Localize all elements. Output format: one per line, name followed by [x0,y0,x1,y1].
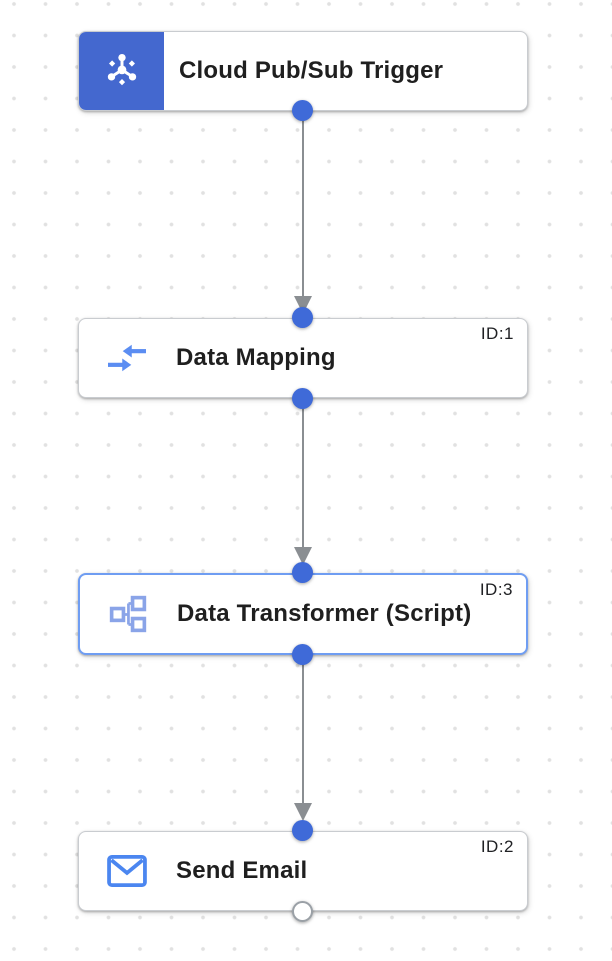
edge-line [302,120,304,298]
port-in-send-email[interactable] [292,820,313,841]
arrowhead-down-icon [294,803,312,821]
node-title: Data Mapping [176,344,336,371]
node-cloud-pubsub-trigger[interactable]: Cloud Pub/Sub Trigger [78,31,528,111]
node-data-mapping[interactable]: Data Mapping ID:1 [78,318,528,398]
edge-line [302,664,304,805]
node-id-badge: ID:3 [479,580,513,599]
data-mapping-icon [106,337,148,379]
edge-line [302,407,304,549]
data-transformer-icon [107,593,149,635]
arrowhead-down-icon [294,547,312,565]
node-title: Cloud Pub/Sub Trigger [179,57,444,84]
port-out-send-email-open[interactable] [292,901,313,922]
port-out-trigger[interactable] [292,100,313,121]
pubsub-trigger-icon [101,48,143,95]
trigger-color-block [79,32,164,110]
port-in-data-transformer[interactable] [292,562,313,583]
node-id-badge: ID:2 [480,837,514,856]
node-id-badge: ID:1 [480,324,514,343]
node-title: Data Transformer (Script) [177,600,472,627]
node-title: Send Email [176,857,308,884]
port-out-data-mapping[interactable] [292,388,313,409]
node-data-transformer[interactable]: Data Transformer (Script) ID:3 [78,573,528,655]
port-in-data-mapping[interactable] [292,307,313,328]
send-email-icon [106,850,148,892]
node-send-email[interactable]: Send Email ID:2 [78,831,528,911]
port-out-data-transformer[interactable] [292,644,313,665]
